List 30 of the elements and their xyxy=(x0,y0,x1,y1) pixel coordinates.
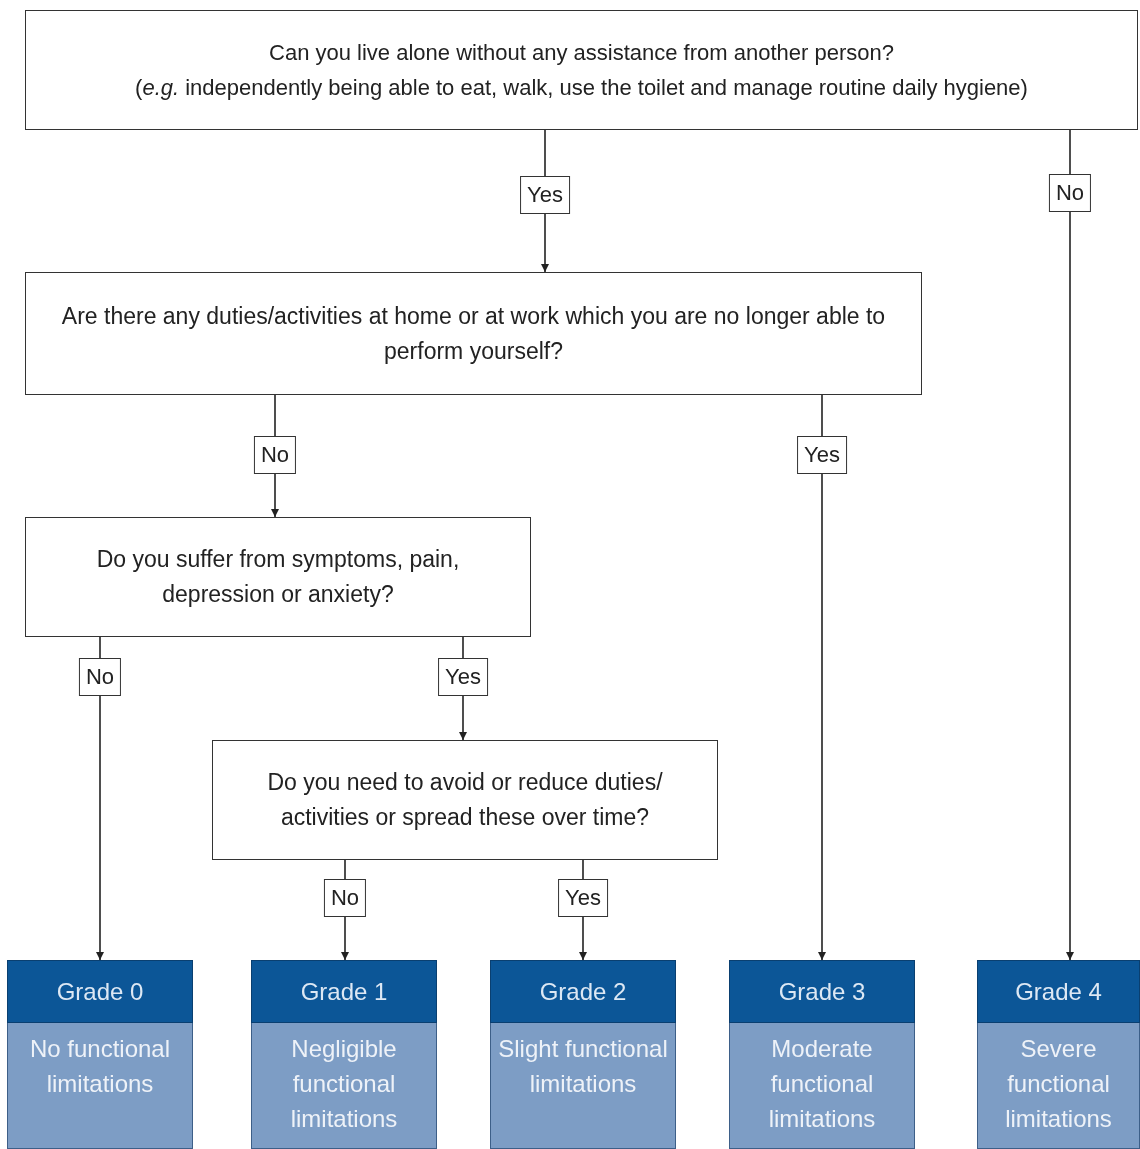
edge-label: Yes xyxy=(797,436,847,474)
grade-title: Grade 0 xyxy=(56,976,144,1007)
question-text: (e.g. independently being able to eat, walk, use the toilet and manage routine daily hygiene) xyxy=(135,74,1028,102)
question-box xyxy=(25,10,1138,130)
grade-title: Grade 3 xyxy=(778,976,866,1007)
question-text: Do you suffer from symptoms, pain, depression or anxiety? xyxy=(95,545,461,609)
edge-label: No xyxy=(323,879,367,917)
edge-label: No xyxy=(1048,174,1092,212)
question-box xyxy=(25,517,531,637)
grade-description: No functional limitations xyxy=(28,1034,172,1099)
edge-label: No xyxy=(253,436,297,474)
arrow xyxy=(818,394,826,961)
edge-label: Yes xyxy=(438,658,488,696)
question-text: Can you live alone without any assistance from another person? xyxy=(269,39,894,67)
question-text: Do you need to avoid or reduce duties/ activities or spread these over time? xyxy=(266,768,664,832)
grade-title: Grade 2 xyxy=(539,976,627,1007)
question-box xyxy=(212,740,718,860)
grade-description: Slight functional limitations xyxy=(497,1034,669,1099)
grade-title: Grade 1 xyxy=(300,976,388,1007)
grade-description: Negligible functional limitations xyxy=(289,1034,399,1134)
question-text: Are there any duties/activities at home or at work which you are no longer able to perform yourself? xyxy=(60,301,887,366)
grade-title: Grade 4 xyxy=(1015,976,1102,1007)
question-box xyxy=(25,272,922,395)
grade-description: Moderate functional limitations xyxy=(767,1034,877,1134)
edge-label: No xyxy=(78,658,122,696)
edge-label: Yes xyxy=(520,176,570,214)
grade-description: Severe functional limitations xyxy=(1004,1034,1113,1134)
arrow xyxy=(1066,129,1074,961)
arrow xyxy=(96,636,104,961)
edge-label: Yes xyxy=(558,879,608,917)
